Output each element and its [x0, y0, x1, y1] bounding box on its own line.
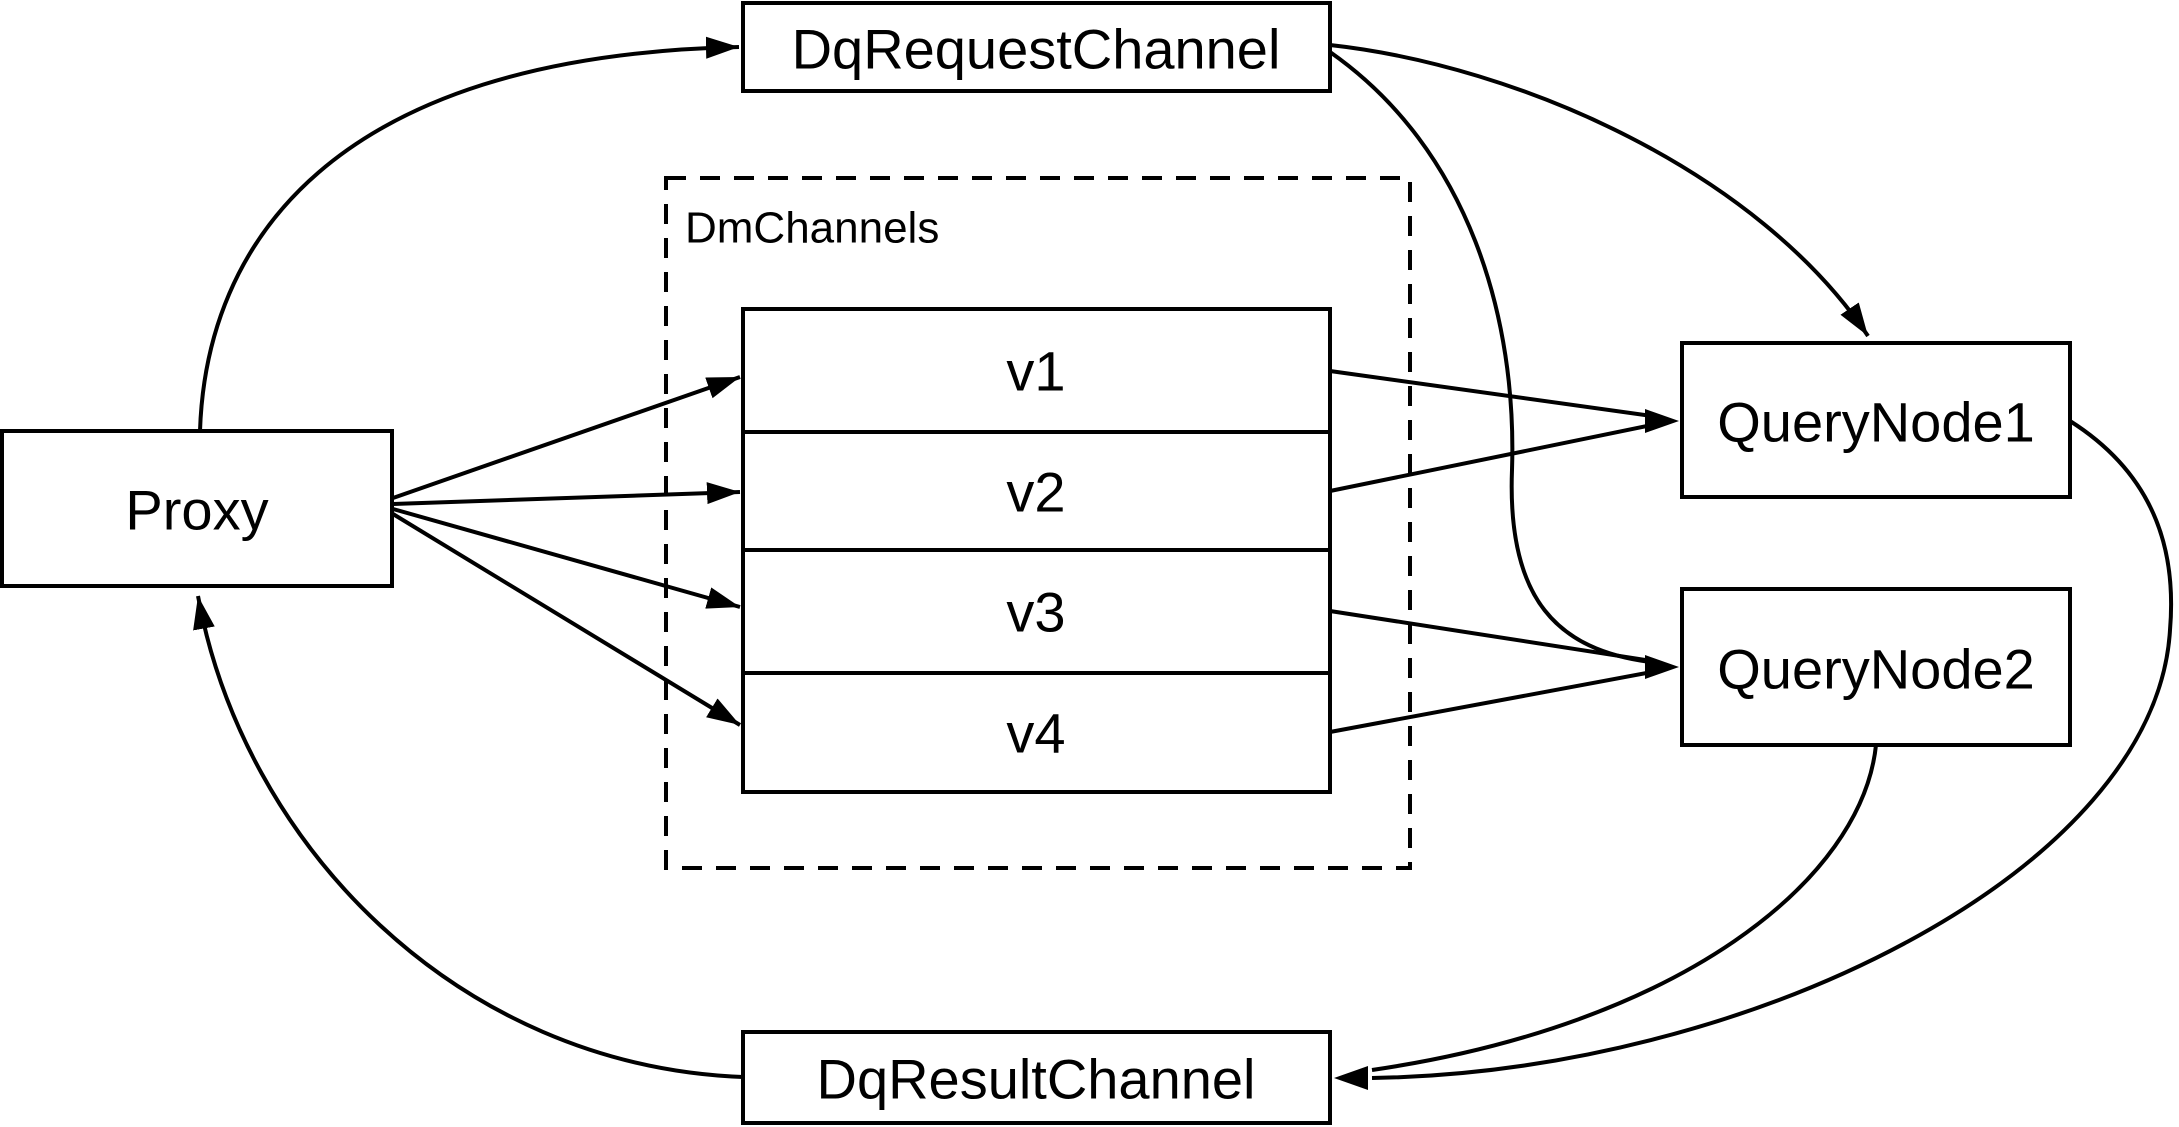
- edge-proxy-to-dqrequestchannel: [198, 36, 740, 432]
- edge-proxy-to-v1: [392, 375, 741, 500]
- proxy-label: Proxy: [125, 479, 268, 542]
- edge-dqresultchannel-to-proxy: [193, 595, 744, 1079]
- dqrequestchannel-label: DqRequestChannel: [792, 18, 1281, 81]
- edge-proxy-to-v4: [391, 512, 742, 727]
- node-dqrequestchannel: DqRequestChannel: [741, 1, 1332, 93]
- channel-v3-label: v3: [1006, 581, 1065, 644]
- dqresultchannel-label: DqResultChannel: [817, 1048, 1256, 1111]
- edge-proxy-to-v3: [392, 507, 741, 609]
- channel-v4-label: v4: [1006, 702, 1065, 765]
- node-querynode2: QueryNode2: [1680, 587, 2072, 747]
- edge-dqrequestchannel-to-querynode1: [1329, 43, 1870, 338]
- node-proxy: Proxy: [0, 429, 394, 588]
- edge-proxy-to-v2: [392, 482, 741, 506]
- arrowhead-into-querynode2: [1645, 655, 1679, 679]
- querynode2-label: QueryNode2: [1717, 638, 2035, 701]
- dmchannels-group-box: [664, 176, 1412, 870]
- edge-dqrequestchannel-to-querynode2: [1328, 50, 1651, 664]
- arrowhead-into-querynode1: [1645, 409, 1679, 433]
- dmchannels-group-label: DmChannels: [685, 204, 939, 253]
- edge-v4-to-querynode2: [1329, 670, 1653, 734]
- channel-v2-label: v2: [1006, 461, 1065, 524]
- edge-v2-to-querynode1: [1329, 423, 1653, 493]
- channel-v1-label: v1: [1006, 340, 1065, 403]
- querynode1-box: [1680, 341, 2072, 499]
- edge-v3-to-querynode2: [1329, 609, 1653, 663]
- edge-querynode1-to-dqresultchannel: [1371, 419, 2174, 1080]
- node-dqresultchannel: DqResultChannel: [741, 1030, 1332, 1125]
- dqresultchannel-box: [741, 1030, 1332, 1125]
- arrowhead-into-dqresultchannel: [1334, 1066, 1368, 1090]
- querynode2-box: [1680, 587, 2072, 747]
- node-querynode1: QueryNode1: [1680, 341, 2072, 499]
- querynode1-label: QueryNode1: [1717, 391, 2035, 454]
- edge-querynode2-to-dqresultchannel: [1371, 744, 1878, 1072]
- edge-v1-to-querynode1: [1329, 369, 1653, 418]
- dqrequestchannel-box: [741, 1, 1332, 93]
- proxy-box: [0, 429, 394, 588]
